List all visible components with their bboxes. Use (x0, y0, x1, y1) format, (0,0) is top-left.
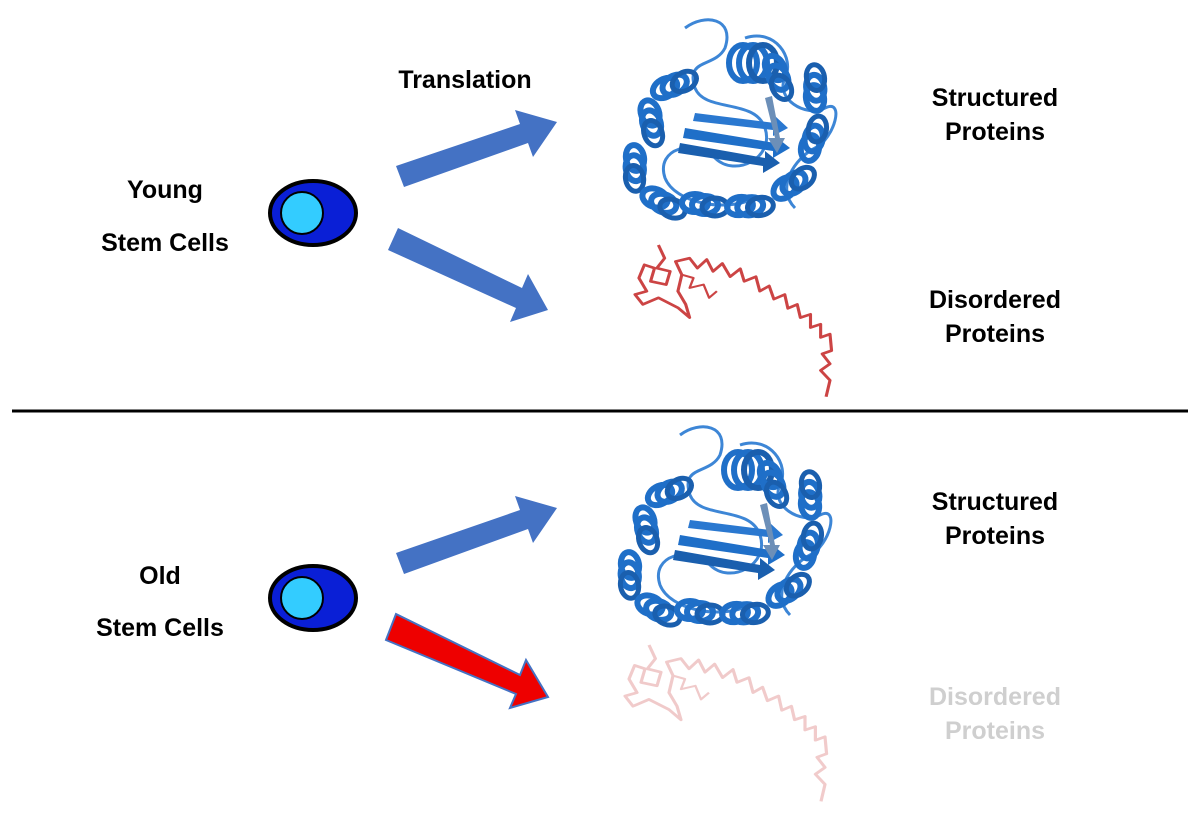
young-structured-proteins-label-line1: Structured (931, 84, 1059, 112)
young-disordered-proteins-label-line2: Proteins (944, 320, 1046, 348)
young-disordered-proteins-label-line1: Disordered (929, 286, 1061, 314)
old-structured-proteins-label-line1: Structured (931, 488, 1059, 516)
old-stem-cells-label-line1: Old (139, 562, 181, 590)
stem-cell-icon (268, 564, 358, 632)
disordered-protein-icon (623, 643, 829, 804)
disordered-protein-icon (633, 243, 834, 399)
young-structured-proteins-label-line2: Proteins (944, 118, 1046, 146)
translation-arrow-young-disordered (388, 228, 548, 322)
old-structured-proteins-label-line2: Proteins (944, 522, 1046, 550)
old-disordered-proteins-label-line1: Disordered (929, 683, 1061, 711)
stem-cell-icon (268, 179, 358, 247)
translation-arrow-old-disordered (384, 612, 550, 710)
translation-arrow-old-structured (396, 496, 557, 574)
structured-protein-icon (620, 20, 836, 222)
old-disordered-proteins-label-line2: Proteins (944, 717, 1046, 745)
young-stem-cells-label-line2: Stem Cells (101, 229, 229, 257)
translation-label: Translation (398, 66, 532, 94)
structured-protein-icon (615, 427, 831, 629)
young-stem-cells-label-line1: Young (127, 176, 203, 204)
old-stem-cells-label-line2: Stem Cells (96, 614, 224, 642)
translation-arrow-young-structured (396, 110, 557, 187)
